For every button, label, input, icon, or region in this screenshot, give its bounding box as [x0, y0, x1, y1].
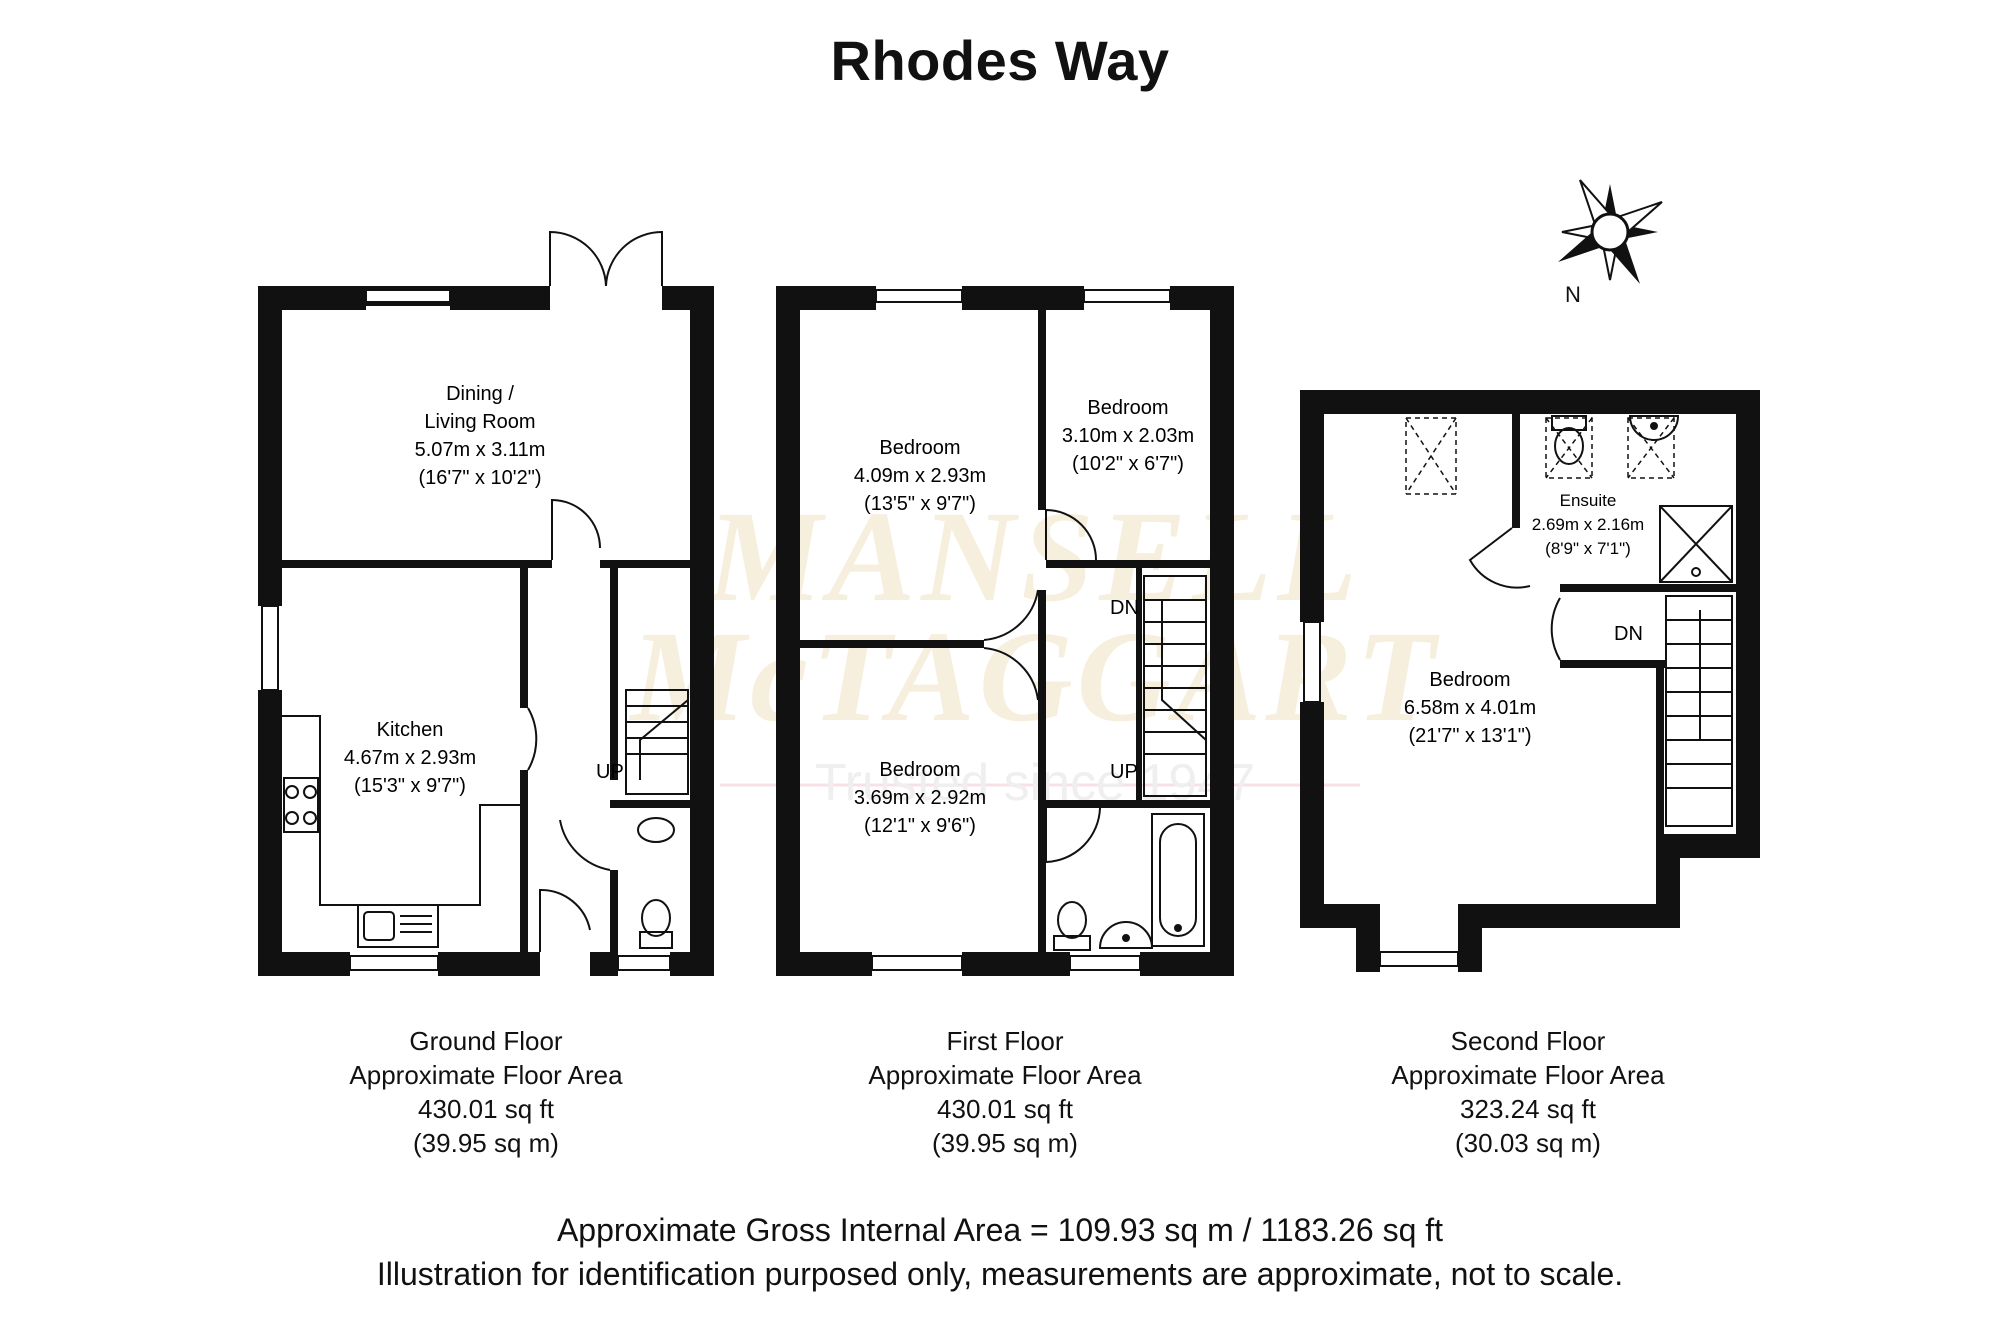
bath-icon	[1151, 813, 1205, 947]
floor-area-label: Approximate Floor Area	[868, 1060, 1142, 1090]
second-floor-plan	[1300, 390, 1760, 972]
stairs-down-label-second: DN	[1614, 623, 1643, 645]
floor-name: Ground Floor	[409, 1026, 563, 1056]
room-dims-imperial-bedroom-loft: (21'7" x 13'1")	[1408, 725, 1531, 747]
room-name-bedroom-1: Bedroom	[879, 437, 960, 459]
floor-name: First Floor	[946, 1026, 1064, 1056]
room-name-bedroom-2: Bedroom	[1087, 397, 1168, 419]
second-floor-caption: Second Floor Approximate Floor Area 323.…	[1318, 1024, 1738, 1160]
stairs-up-label-ground: UP	[596, 761, 624, 783]
room-dims-imperial-bedroom-1: (13'5" x 9'7")	[864, 493, 976, 515]
basin-icon	[1628, 415, 1680, 441]
room-dims-metric-bedroom-1: 4.09m x 2.93m	[854, 465, 986, 487]
ground-floor-caption: Ground Floor Approximate Floor Area 430.…	[276, 1024, 696, 1160]
disclaimer: Illustration for identification purposed…	[376, 1256, 1624, 1292]
gross-internal-area: Approximate Gross Internal Area = 109.93…	[556, 1212, 1444, 1248]
toilet-icon	[1551, 415, 1587, 465]
room-dims-metric-bedroom-2: 3.10m x 2.03m	[1062, 425, 1194, 447]
first-floor-caption: First Floor Approximate Floor Area 430.0…	[795, 1024, 1215, 1160]
compass-north-label: N	[1565, 282, 1581, 307]
room-name-kitchen: Kitchen	[377, 719, 444, 741]
footer: Approximate Gross Internal Area = 109.93…	[0, 1208, 2000, 1296]
room-dims-metric-dining: 5.07m x 3.11m	[415, 439, 546, 461]
toilet-icon	[637, 817, 675, 949]
room-dims-imperial-dining: (16'7" x 10'2")	[418, 467, 541, 489]
room-dims-metric-bedroom-loft: 6.58m x 4.01m	[1404, 697, 1536, 719]
room-name-bedroom-3: Bedroom	[879, 759, 960, 781]
first-floor-stairs	[1143, 575, 1207, 797]
room-dims-metric-kitchen: 4.67m x 2.93m	[344, 747, 476, 769]
room-dims-imperial-ensuite: (8'9" x 7'1")	[1545, 539, 1631, 558]
room-name-ensuite: Ensuite	[1560, 491, 1617, 510]
basin-icon	[1098, 921, 1154, 949]
watermark-line-1: MANSELL	[705, 485, 1363, 629]
room-dims-metric-bedroom-3: 3.69m x 2.92m	[854, 787, 986, 809]
floor-area-label: Approximate Floor Area	[349, 1060, 623, 1090]
stairs-up-label-first: UP	[1110, 761, 1138, 783]
page-title: Rhodes Way	[830, 29, 1170, 92]
room-name-bedroom-loft: Bedroom	[1429, 669, 1510, 691]
room-name-living: Living Room	[424, 411, 535, 433]
ground-floor-plan	[258, 230, 714, 976]
toilet-icon	[1053, 901, 1091, 951]
skylight-icon	[1545, 417, 1675, 479]
floor-area-sqm: (39.95 sq m)	[932, 1128, 1078, 1158]
floor-area-sqft: 430.01 sq ft	[937, 1094, 1073, 1124]
floor-area-label: Approximate Floor Area	[1391, 1060, 1665, 1090]
floor-area-sqm: (39.95 sq m)	[413, 1128, 559, 1158]
floor-area-sqm: (30.03 sq m)	[1455, 1128, 1601, 1158]
watermark: MANSELL McTAGGART Trusted since 1947	[629, 485, 1436, 812]
first-floor-plan	[776, 286, 1234, 976]
second-floor-stairs	[1665, 595, 1733, 827]
ground-floor-stairs	[625, 689, 689, 795]
sink-icon	[363, 911, 432, 941]
skylight-icon	[1405, 417, 1457, 495]
room-dims-imperial-bedroom-2: (10'2" x 6'7")	[1072, 453, 1184, 475]
shower-icon	[1659, 505, 1733, 583]
floor-name: Second Floor	[1450, 1026, 1606, 1056]
room-dims-imperial-kitchen: (15'3" x 9'7")	[354, 775, 466, 797]
stairs-down-label-first: DN	[1110, 597, 1139, 619]
room-dims-metric-ensuite: 2.69m x 2.16m	[1532, 515, 1644, 534]
room-dims-imperial-bedroom-3: (12'1" x 9'6")	[864, 815, 976, 837]
floor-area-sqft: 323.24 sq ft	[1460, 1094, 1596, 1124]
hob-icon	[285, 785, 317, 825]
room-name-dining: Dining /	[446, 383, 514, 405]
compass-rose-icon	[1558, 179, 1663, 284]
floor-area-sqft: 430.01 sq ft	[418, 1094, 554, 1124]
